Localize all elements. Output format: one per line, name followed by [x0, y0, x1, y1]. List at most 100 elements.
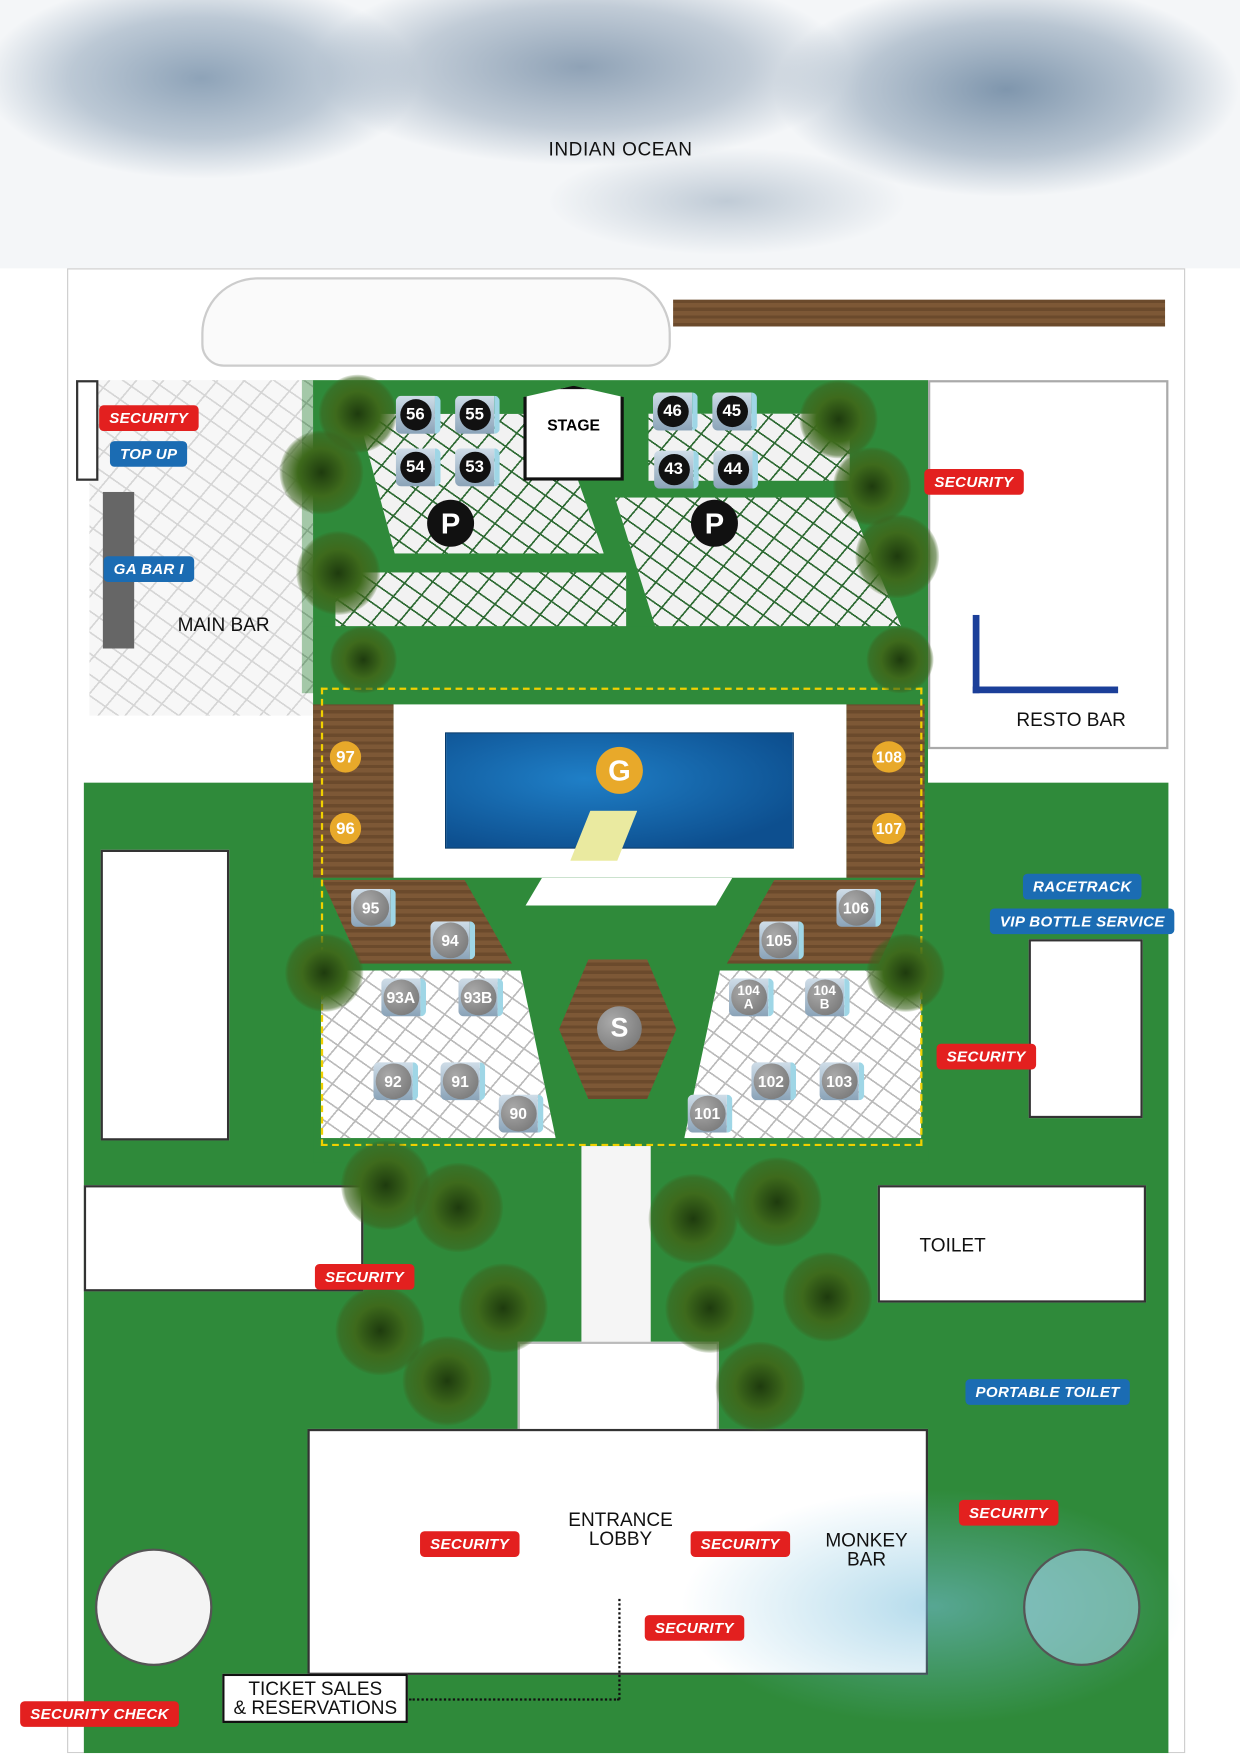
parking-icon: P — [690, 499, 738, 547]
table-108[interactable]: 108 — [872, 741, 906, 773]
table-number: 93A — [382, 979, 419, 1016]
table-45[interactable]: 45 — [712, 392, 757, 431]
resto-bar-building — [928, 380, 1169, 750]
table-number: 102 — [753, 1063, 789, 1100]
toilet-label: TOILET — [919, 1234, 986, 1257]
top-up-badge: TOP UP — [109, 441, 188, 467]
table-number: 106 — [838, 890, 874, 926]
table-number: 104 A — [730, 979, 767, 1016]
table-105[interactable]: 105 — [759, 921, 804, 960]
boardwalk — [673, 299, 1166, 327]
table-93a[interactable]: 93A — [381, 978, 426, 1017]
table-93b[interactable]: 93B — [458, 978, 504, 1017]
palm-tree-icon — [329, 626, 397, 694]
table-number: 55 — [458, 399, 491, 431]
table-number: 104 B — [806, 979, 843, 1016]
table-90[interactable]: 90 — [498, 1094, 544, 1133]
table-number: 45 — [716, 395, 748, 428]
table-number: 95 — [352, 890, 389, 926]
table-number: 103 — [821, 1063, 858, 1100]
security-badge: SECURITY — [958, 1499, 1059, 1526]
main-bar-wall — [76, 380, 99, 481]
table-96[interactable]: 96 — [329, 812, 362, 845]
security-badge: SECURITY — [690, 1531, 790, 1557]
stage-icon — [523, 385, 624, 481]
table-number: 90 — [500, 1095, 537, 1132]
table-number: 53 — [458, 451, 491, 484]
table-number: 43 — [658, 453, 690, 486]
table-103[interactable]: 103 — [819, 1062, 865, 1101]
center-marker-s: S — [597, 1006, 642, 1052]
table-106[interactable]: 106 — [836, 888, 882, 927]
racetrack-badge: RACETRACK — [1022, 873, 1142, 900]
palm-tree-icon — [732, 1157, 822, 1247]
palm-tree-icon — [715, 1341, 806, 1432]
security-badge: SECURITY — [644, 1615, 744, 1641]
table-107[interactable]: 107 — [872, 812, 906, 845]
route-line — [618, 1598, 621, 1700]
central-path — [581, 1146, 651, 1348]
table-101[interactable]: 101 — [687, 1094, 733, 1133]
palm-tree-icon — [855, 514, 940, 599]
portable-toilet-badge: PORTABLE TOILET — [965, 1379, 1130, 1405]
table-number: 44 — [717, 453, 749, 486]
label-line: MONKEY — [825, 1529, 908, 1551]
security-badge: SECURITY — [936, 1043, 1036, 1070]
table-46[interactable]: 46 — [652, 392, 698, 431]
table-54[interactable]: 54 — [395, 448, 441, 487]
main-bar-label: MAIN BAR — [177, 614, 270, 636]
label-line: ENTRANCE — [568, 1509, 673, 1531]
security-badge: SECURITY — [314, 1264, 415, 1290]
table-56[interactable]: 56 — [395, 395, 441, 434]
table-53[interactable]: 53 — [455, 448, 500, 487]
palm-tree-icon — [665, 1263, 755, 1353]
parking-icon: P — [427, 499, 475, 547]
table-92[interactable]: 92 — [373, 1062, 419, 1101]
palm-tree-icon — [782, 1252, 873, 1342]
pool-marker-g: G — [595, 746, 643, 794]
table-number: 46 — [656, 395, 689, 428]
palm-tree-icon — [866, 626, 934, 694]
upper-terrace — [201, 277, 671, 367]
label-line: TICKET SALES — [248, 1678, 383, 1700]
palm-tree-icon — [296, 531, 381, 615]
table-97[interactable]: 97 — [329, 741, 362, 773]
table-102[interactable]: 102 — [751, 1062, 797, 1101]
table-number: 54 — [399, 451, 432, 484]
table-number: 91 — [442, 1063, 478, 1100]
table-94[interactable]: 94 — [430, 921, 476, 960]
vip-bottle-service-badge: VIP BOTTLE SERVICE — [989, 908, 1175, 935]
table-104a[interactable]: 104 A — [729, 978, 774, 1017]
table-91[interactable]: 91 — [440, 1062, 486, 1101]
table-55[interactable]: 55 — [455, 395, 500, 434]
label-line: & RESERVATIONS — [233, 1697, 398, 1719]
table-95[interactable]: 95 — [351, 888, 396, 927]
palm-tree-icon — [279, 430, 364, 515]
table-number: 94 — [432, 922, 468, 959]
table-43[interactable]: 43 — [654, 450, 699, 489]
table-104b[interactable]: 104 B — [805, 978, 850, 1017]
palm-tree-icon — [413, 1162, 504, 1253]
vip-zone-boundary — [320, 687, 923, 1147]
ga-bar-badge: GA BAR I — [103, 556, 194, 582]
palm-tree-icon — [402, 1336, 492, 1426]
palm-tree-icon — [648, 1174, 738, 1264]
left-deck — [313, 704, 394, 878]
ocean-sky — [0, 0, 1240, 269]
palm-tree-icon — [285, 933, 364, 1012]
security-check-badge: SECURITY CHECK — [20, 1701, 179, 1727]
east-building — [1028, 939, 1143, 1119]
ticket-sales-box: TICKET SALES& RESERVATIONS — [222, 1673, 409, 1723]
resto-bar-label: RESTO BAR — [1016, 709, 1126, 731]
resto-bar-counter — [972, 614, 1119, 694]
table-44[interactable]: 44 — [713, 450, 759, 489]
security-badge: SECURITY — [924, 469, 1024, 495]
west-building — [100, 849, 230, 1141]
table-number: 56 — [399, 399, 432, 431]
stage-label: STAGE — [547, 415, 600, 434]
table-number: 105 — [760, 922, 797, 959]
table-number: 92 — [375, 1063, 411, 1100]
